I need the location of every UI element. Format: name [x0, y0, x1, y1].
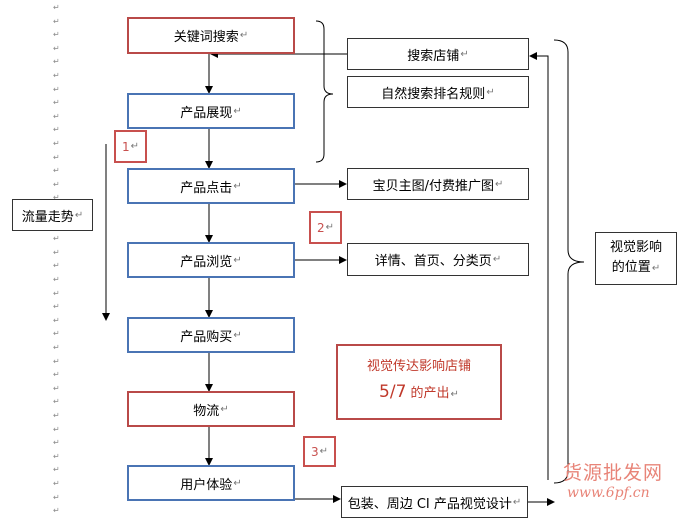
- paragraph-mark: ↵: [486, 86, 495, 98]
- brace-left-group: [315, 20, 334, 163]
- paragraph-mark: ↵: [233, 477, 242, 489]
- user-experience-box: 用户体验↵: [127, 465, 295, 501]
- main-images-label: 宝贝主图/付费推广图: [372, 178, 494, 194]
- logistics-box: 物流↵: [127, 391, 295, 427]
- paragraph-mark: ↵: [319, 446, 329, 457]
- search-store-label: 搜索店铺: [407, 48, 460, 64]
- visual-note-box: 视觉传达影响店铺 5/7 的产出↵: [336, 344, 502, 420]
- search-store-box: 搜索店铺↵: [347, 38, 529, 70]
- margin-paragraph-mark: ↵: [53, 438, 60, 448]
- marker-1: 1↵: [114, 130, 147, 163]
- margin-paragraph-mark: ↵: [53, 166, 60, 176]
- margin-paragraph-mark: ↵: [53, 275, 60, 284]
- margin-paragraph-mark: ↵: [53, 234, 60, 244]
- product-browse-label: 产品浏览: [180, 254, 233, 270]
- margin-paragraph-mark: ↵: [53, 329, 60, 339]
- user-experience-label: 用户体验: [180, 477, 233, 493]
- paragraph-mark: ↵: [233, 329, 242, 341]
- margin-paragraph-mark: ↵: [53, 125, 60, 135]
- paragraph-mark: ↵: [450, 388, 459, 400]
- paragraph-mark: ↵: [233, 105, 242, 117]
- margin-paragraph-mark: ↵: [53, 3, 60, 12]
- paragraph-mark: ↵: [651, 263, 661, 274]
- packaging-label: 包装、周边 CI 产品视觉设计: [347, 496, 512, 512]
- marker-1-label: 1: [121, 139, 130, 154]
- product-purchase-box: 产品购买↵: [127, 317, 295, 353]
- margin-paragraph-mark: ↵: [53, 506, 60, 516]
- paragraph-mark: ↵: [233, 180, 242, 192]
- keyword-search-label: 关键词搜索: [173, 30, 239, 45]
- margin-paragraph-mark: ↵: [53, 111, 60, 121]
- product-purchase-label: 产品购买: [180, 329, 233, 345]
- margin-paragraph-mark: ↵: [53, 98, 60, 108]
- detail-pages-label: 详情、首页、分类页: [374, 254, 492, 269]
- paragraph-mark: ↵: [233, 254, 242, 266]
- watermark-url: www.6pf.cn: [567, 485, 650, 501]
- watermark-title: 货源批发网: [563, 462, 664, 484]
- paragraph-mark: ↵: [495, 178, 504, 190]
- paragraph-mark: ↵: [239, 30, 249, 41]
- margin-paragraph-mark: ↵: [53, 451, 60, 461]
- paragraph-mark: ↵: [512, 496, 522, 508]
- margin-paragraph-mark: ↵: [53, 261, 60, 271]
- margin-paragraph-mark: ↵: [53, 479, 60, 488]
- margin-paragraph-mark: ↵: [53, 71, 60, 80]
- marker-3: 3↵: [303, 436, 336, 467]
- margin-paragraph-mark: ↵: [53, 193, 60, 203]
- traffic-trend-box: 流量走势↵: [12, 199, 93, 231]
- margin-paragraph-mark: ↵: [53, 43, 60, 53]
- margin-paragraph-mark: ↵: [53, 356, 60, 366]
- product-display-box: 产品展现↵: [127, 93, 295, 129]
- margin-paragraph-mark: ↵: [53, 152, 60, 162]
- paragraph-mark: ↵: [130, 141, 140, 152]
- margin-paragraph-mark: ↵: [53, 315, 60, 325]
- product-click-box: 产品点击↵: [127, 168, 295, 204]
- product-browse-box: 产品浏览↵: [127, 242, 295, 278]
- packaging-box: 包装、周边 CI 产品视觉设计↵: [341, 486, 528, 518]
- paragraph-mark: ↵: [492, 254, 502, 265]
- margin-paragraph-mark: ↵: [53, 16, 60, 26]
- margin-paragraph-mark: ↵: [53, 465, 60, 475]
- paragraph-mark: ↵: [325, 222, 335, 233]
- paragraph-mark: ↵: [74, 209, 84, 221]
- detail-pages-box: 详情、首页、分类页↵: [347, 243, 529, 276]
- brace-right-group: [553, 39, 585, 484]
- margin-paragraph-mark: ↵: [53, 424, 60, 434]
- logistics-label: 物流: [193, 403, 220, 419]
- visual-position-box: 视觉影响 的位置↵: [595, 232, 677, 285]
- margin-paragraph-mark: ↵: [53, 370, 60, 380]
- margin-paragraph-mark: ↵: [53, 288, 60, 298]
- margin-paragraph-mark: ↵: [53, 30, 60, 40]
- margin-paragraph-mark: ↵: [53, 411, 60, 420]
- marker-2-label: 2: [316, 220, 325, 235]
- visual-note-ratio: 5/7: [379, 381, 407, 402]
- product-click-label: 产品点击: [180, 180, 233, 196]
- margin-paragraph-mark: ↵: [53, 302, 60, 312]
- margin-paragraph-mark: ↵: [53, 139, 60, 148]
- visual-position-line1: 视觉影响: [609, 240, 662, 255]
- visual-position-line2: 的位置: [611, 260, 651, 275]
- natural-rank-label: 自然搜索排名规则: [381, 86, 486, 102]
- natural-rank-box: 自然搜索排名规则↵: [347, 76, 529, 108]
- traffic-trend-label: 流量走势: [21, 209, 74, 225]
- margin-paragraph-mark: ↵: [53, 343, 60, 352]
- margin-paragraph-mark: ↵: [53, 84, 60, 94]
- paragraph-mark: ↵: [220, 403, 229, 415]
- margin-paragraph-mark: ↵: [53, 383, 60, 393]
- arrow-right-up-to-store: [546, 55, 549, 480]
- product-display-label: 产品展现: [180, 105, 233, 121]
- keyword-search-box: 关键词搜索↵: [127, 17, 295, 54]
- margin-paragraph-mark: ↵: [53, 492, 60, 502]
- margin-paragraph-mark: ↵: [53, 397, 60, 407]
- visual-note-output: 的产出: [406, 385, 450, 401]
- margin-paragraph-mark: ↵: [53, 179, 60, 189]
- margin-paragraph-mark: ↵: [53, 57, 60, 67]
- main-images-box: 宝贝主图/付费推广图↵: [347, 168, 529, 200]
- paragraph-mark: ↵: [460, 48, 469, 60]
- margin-paragraph-mark: ↵: [53, 247, 60, 257]
- marker-3-label: 3: [310, 444, 319, 459]
- visual-note-line1: 视觉传达影响店铺: [366, 358, 471, 374]
- marker-2: 2↵: [309, 211, 342, 244]
